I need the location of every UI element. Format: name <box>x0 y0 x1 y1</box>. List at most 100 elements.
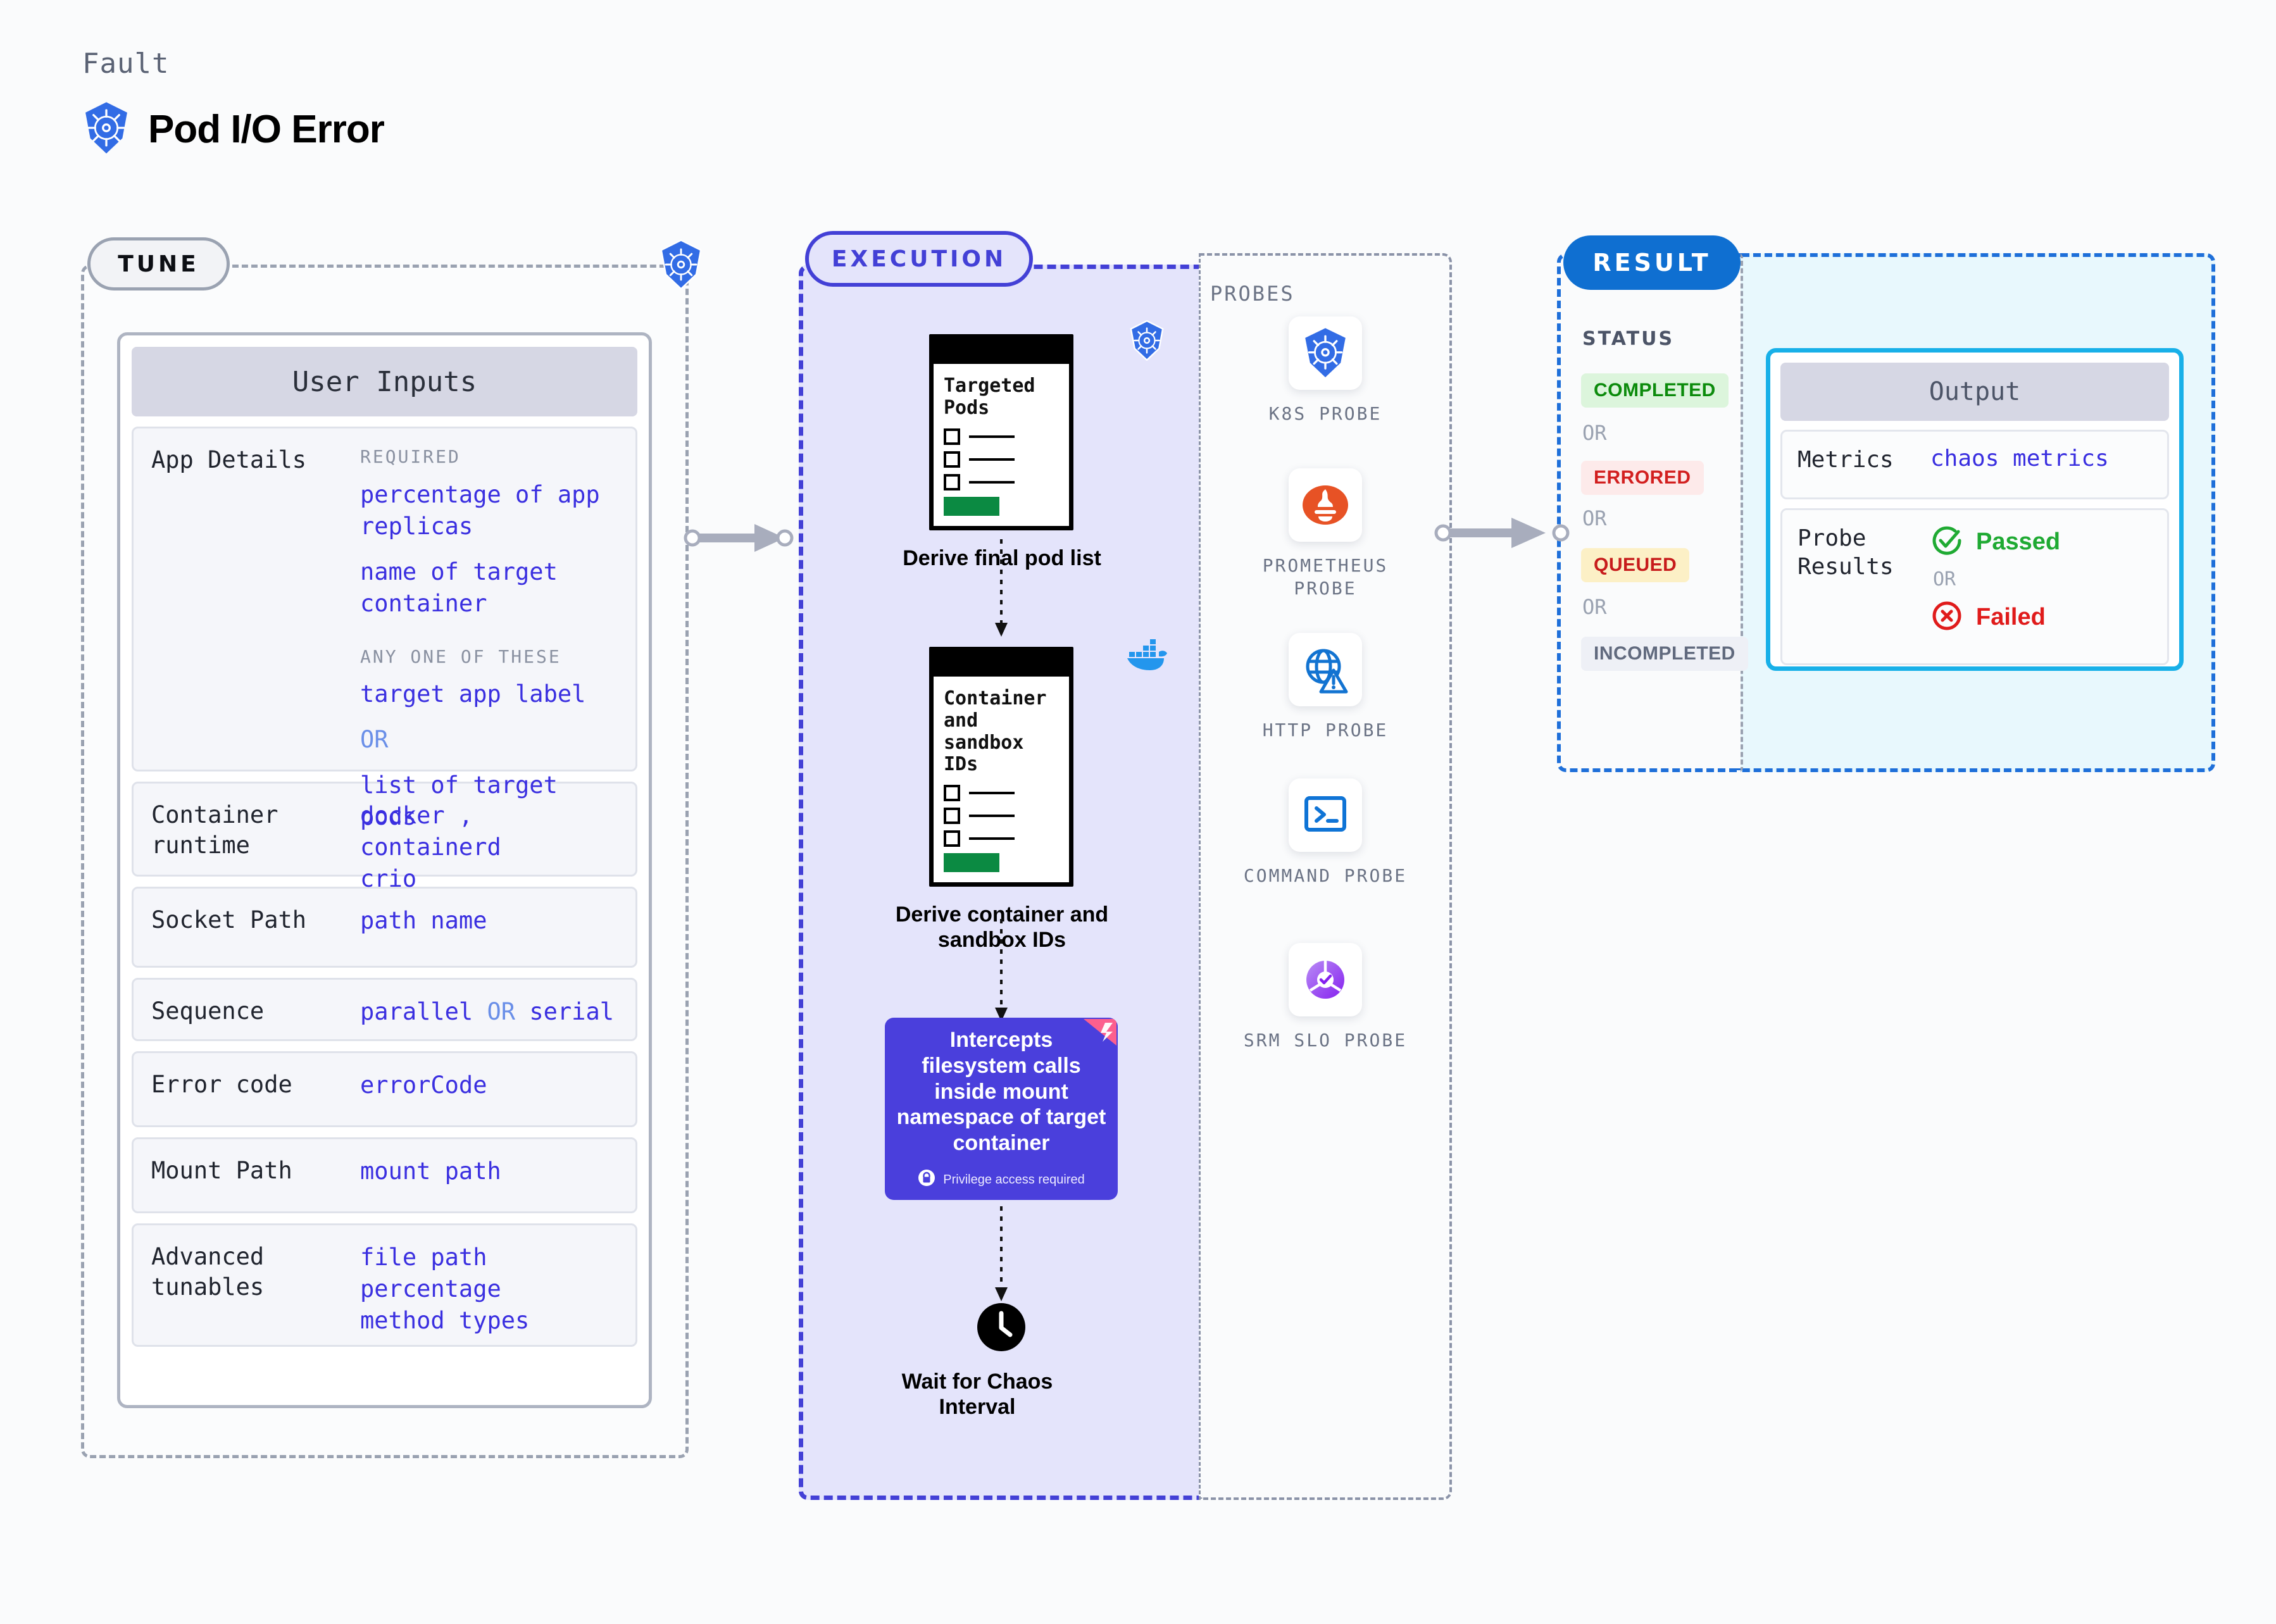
tune-value: path name <box>360 907 487 934</box>
probe-http[interactable]: HTTP PROBE <box>1230 633 1420 742</box>
globe-warning-icon <box>1289 633 1362 706</box>
stage-pill-result[interactable]: RESULT <box>1563 235 1741 290</box>
tune-row-error-code[interactable]: Error code errorCode <box>132 1051 637 1127</box>
tune-row-label: Mount Path <box>151 1157 292 1184</box>
tune-row-label: App Details <box>151 446 307 473</box>
tune-row-label: Error code <box>151 1071 292 1098</box>
document-card: Container and sandbox IDs <box>929 647 1073 887</box>
execution-step-targeted-pods: Targeted Pods Derive final <box>903 320 1164 571</box>
srm-slo-icon <box>1289 943 1362 1016</box>
or-separator: OR <box>487 998 516 1025</box>
intercept-text: Intercepts filesystem calls inside mount… <box>896 1028 1106 1156</box>
required-subheading: REQUIRED <box>360 446 461 467</box>
tune-row-app-details[interactable]: App Details REQUIRED percentage of app r… <box>132 427 637 830</box>
tune-row-label: Sequence <box>151 997 265 1025</box>
or-separator: OR <box>1933 568 1956 590</box>
output-row-probe-results[interactable]: Probe Results Passed OR <box>1780 508 2169 665</box>
status-badge-completed: COMPLETED <box>1581 373 1729 408</box>
document-header-bar <box>934 651 1069 677</box>
failed-label: Failed <box>1976 603 2046 630</box>
tune-row-label: Advanced tunables <box>151 1243 265 1301</box>
status-badge-queued: QUEUED <box>1581 548 1690 582</box>
document-title: Targeted Pods <box>944 375 1035 419</box>
text-rule <box>969 792 1015 795</box>
text-rule <box>969 458 1015 461</box>
tune-value: percentage <box>360 1275 501 1302</box>
execution-step-wait: Wait for Chaos Interval <box>902 1302 1054 1420</box>
probes-region <box>1199 253 1452 1500</box>
tune-value: errorCode <box>360 1071 487 1099</box>
probe-command[interactable]: COMMAND PROBE <box>1230 778 1420 887</box>
checkbox-icon <box>944 473 960 490</box>
fault-kicker: Fault <box>82 47 170 80</box>
tune-value: list of target pods <box>360 771 558 831</box>
or-separator: OR <box>1582 595 1607 619</box>
output-row-label: Metrics <box>1798 447 1894 473</box>
output-title: Output <box>1780 363 2169 421</box>
connector-tune-to-execution <box>684 519 810 560</box>
tune-row-container-runtime[interactable]: Container runtime docker , containerd cr… <box>132 782 637 892</box>
docker-icon <box>1123 637 1169 675</box>
kubernetes-badge-icon <box>658 239 704 293</box>
tune-row-advanced-tunables[interactable]: Advanced tunables file path percentage m… <box>132 1223 637 1347</box>
user-inputs-title: User Inputs <box>132 347 637 416</box>
x-circle-icon <box>1930 599 1963 635</box>
result-status-region <box>1557 253 1741 772</box>
tune-value: file path <box>360 1244 487 1271</box>
green-status-bar <box>944 853 999 873</box>
page-title: Pod I/O Error <box>148 108 385 151</box>
checkbox-row <box>944 830 1059 847</box>
checkbox-row <box>944 451 1059 468</box>
probe-srm-slo[interactable]: SRM SLO PROBE <box>1230 943 1420 1052</box>
or-separator: OR <box>1582 421 1607 445</box>
connector-execution-to-result <box>1434 514 1580 555</box>
tune-value: serial <box>529 998 614 1025</box>
kubernetes-icon <box>1289 316 1362 390</box>
checkbox-icon <box>944 808 960 825</box>
text-rule <box>969 480 1015 484</box>
intercept-callout-box: Intercepts filesystem calls inside mount… <box>885 1018 1118 1200</box>
flow-arrow-3 <box>991 1206 1011 1311</box>
or-separator: OR <box>360 726 389 754</box>
output-card: Output Metrics chaos metrics Probe Resul… <box>1766 348 2184 671</box>
tune-value: docker , containerd <box>360 802 501 861</box>
output-row-value: chaos metrics <box>1930 446 2109 472</box>
text-rule <box>969 815 1015 818</box>
stage-pill-tune[interactable]: TUNE <box>87 237 230 290</box>
clock-icon <box>977 1302 1026 1355</box>
tune-value: parallel <box>360 998 473 1025</box>
green-status-bar <box>944 496 999 516</box>
document-header-bar <box>934 339 1069 364</box>
status-badge-errored: ERRORED <box>1581 461 1704 495</box>
tune-value: name of target container <box>360 558 558 617</box>
output-row-metrics[interactable]: Metrics chaos metrics <box>1780 430 2169 499</box>
checkbox-row <box>944 808 1059 825</box>
probe-result-passed: Passed <box>1930 524 2152 559</box>
any-one-subheading: ANY ONE OF THESE <box>360 646 561 667</box>
probe-prometheus[interactable]: PROMETHEUS PROBE <box>1230 468 1420 601</box>
document-card: Targeted Pods <box>929 334 1073 530</box>
probe-label: HTTP PROBE <box>1262 720 1389 740</box>
tune-value: mount path <box>360 1158 501 1185</box>
check-circle-icon <box>1930 524 1963 559</box>
probe-k8s[interactable]: K8S PROBE <box>1230 316 1420 425</box>
checkbox-icon <box>944 785 960 802</box>
execution-step-container-ids: Container and sandbox IDs <box>896 639 1167 953</box>
checkbox-row <box>944 473 1059 490</box>
tune-value: crio <box>360 865 417 892</box>
probe-label: PROMETHEUS PROBE <box>1262 555 1389 599</box>
tune-row-sequence[interactable]: Sequence parallel OR serial <box>132 978 637 1041</box>
terminal-icon <box>1289 778 1362 852</box>
checkbox-icon <box>944 830 960 847</box>
tune-row-socket-path[interactable]: Socket Path path name <box>132 887 637 968</box>
user-inputs-card: User Inputs App Details REQUIRED percent… <box>117 332 652 1408</box>
tune-row-mount-path[interactable]: Mount Path mount path <box>132 1137 637 1213</box>
stage-pill-execution[interactable]: EXECUTION <box>805 231 1033 287</box>
tune-row-label: Socket Path <box>151 906 307 934</box>
flow-arrow-2 <box>991 919 1011 1030</box>
probe-label: SRM SLO PROBE <box>1243 1030 1408 1051</box>
probes-heading: PROBES <box>1210 282 1295 306</box>
checkbox-row <box>944 785 1059 802</box>
checkbox-row <box>944 428 1059 445</box>
